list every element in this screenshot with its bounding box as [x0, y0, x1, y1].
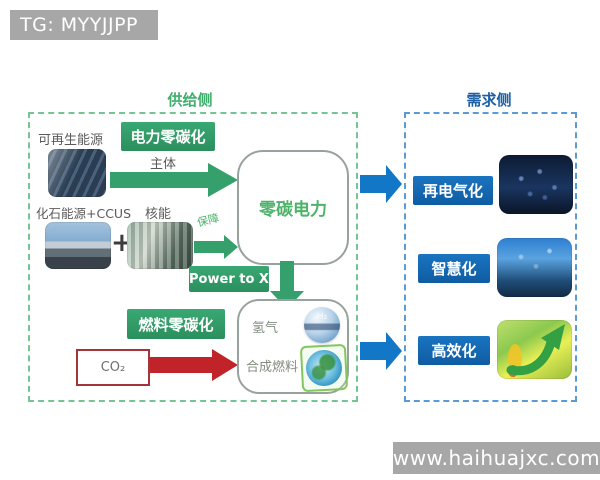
efficiency-arrow-icon — [506, 324, 565, 377]
zero-carbon-power-label: 零碳电力 — [259, 200, 327, 220]
fuel-decarbonization-chip: 燃料零碳化 — [127, 309, 225, 339]
power-to-demand-arrow-icon — [360, 165, 402, 203]
demand-region-box — [404, 112, 577, 402]
smart-image — [497, 238, 572, 297]
efficiency-label: 高效化 — [431, 342, 477, 360]
reelectrification-image — [499, 155, 573, 214]
power-to-x-chip: Power to X — [189, 266, 269, 292]
renewable-to-power-arrow-icon — [110, 163, 238, 197]
co2-box: CO₂ — [76, 349, 150, 386]
watermark-top-text: TG: MYYJJPP — [20, 14, 138, 36]
fossil-to-power-arrow-icon — [194, 235, 238, 259]
hydrogen-label: 氢气 — [252, 321, 279, 336]
watermark-top-left: TG: MYYJJPP — [10, 10, 158, 40]
earth-cube-icon — [299, 343, 349, 393]
synthetic-fuel-label: 合成燃料 — [246, 360, 299, 375]
efficiency-image — [497, 320, 572, 379]
supply-side-title: 供给侧 — [167, 91, 213, 109]
main-body-label: 主体 — [150, 157, 177, 172]
fuel-decarbonization-label: 燃料零碳化 — [138, 315, 214, 334]
fossil-energy-image — [45, 222, 111, 269]
power-decarbonization-label: 电力零碳化 — [130, 128, 206, 146]
power-to-x-label: Power to X — [189, 271, 269, 287]
fossil-ccus-label: 化石能源+CCUS — [36, 206, 132, 221]
fuel-to-demand-arrow-icon — [360, 332, 402, 370]
nuclear-energy-image — [127, 222, 193, 269]
reelectrification-label: 再电气化 — [422, 182, 483, 200]
h2-icon-text: H₂ — [316, 312, 328, 322]
supply-region-box — [28, 112, 358, 402]
hydrogen-globe-icon: H₂ — [304, 307, 340, 343]
watermark-bottom-right: www.haihuajxc.com — [393, 442, 600, 474]
renewable-energy-label: 可再生能源 — [38, 133, 104, 148]
demand-side-title: 需求侧 — [466, 91, 512, 109]
demand-item-smart-chip: 智慧化 — [418, 254, 490, 283]
earth-globe-icon — [305, 349, 343, 387]
nuclear-energy-label: 核能 — [145, 207, 172, 222]
smart-label: 智慧化 — [431, 260, 477, 278]
co2-label: CO₂ — [100, 360, 126, 375]
power-decarbonization-chip: 电力零碳化 — [121, 122, 215, 151]
co2-to-fuel-red-arrow-icon — [150, 349, 238, 381]
demand-item-reelectrification-chip: 再电气化 — [413, 176, 493, 205]
watermark-bottom-text: www.haihuajxc.com — [392, 446, 600, 470]
demand-item-efficiency-chip: 高效化 — [418, 336, 490, 365]
zero-carbon-power-box: 零碳电力 — [237, 150, 349, 265]
renewable-energy-image — [48, 149, 106, 197]
